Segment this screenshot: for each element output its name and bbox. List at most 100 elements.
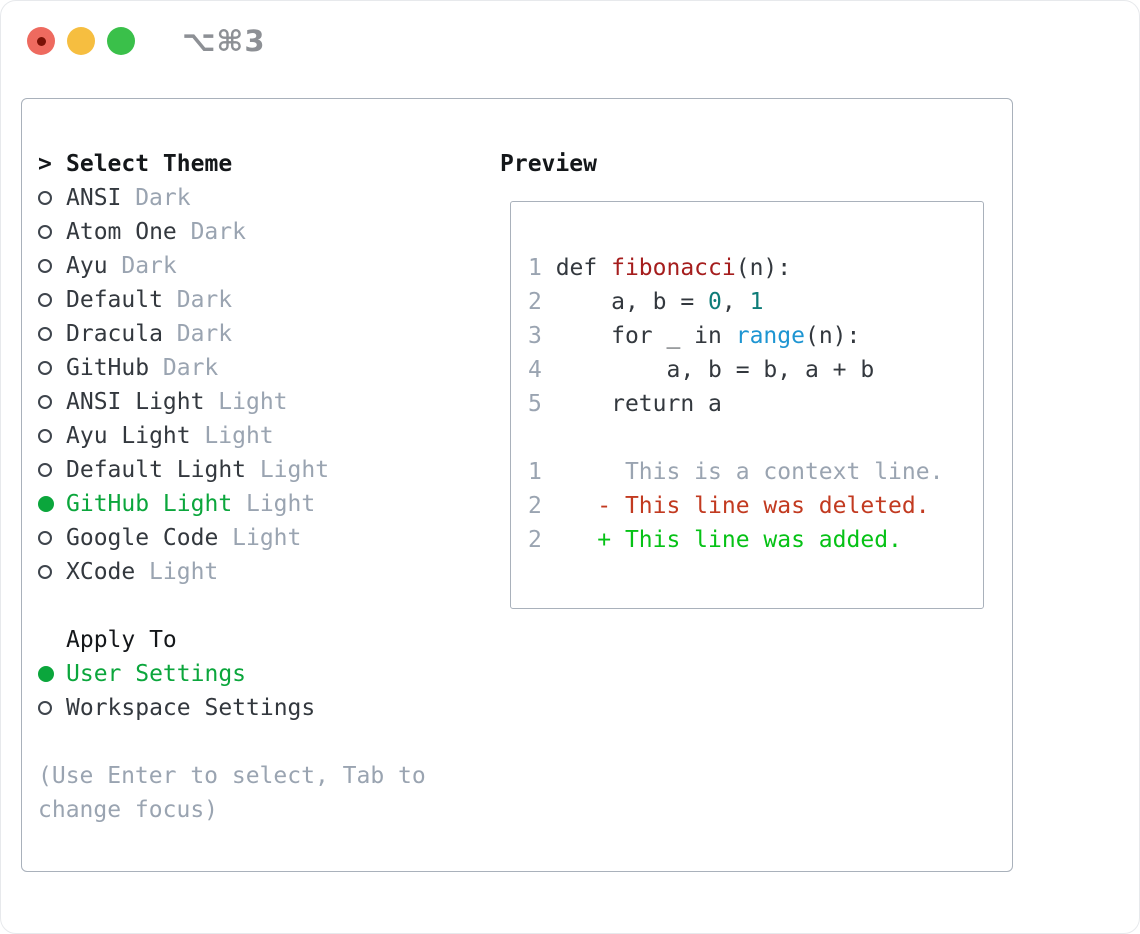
code-token-lineno: 4 [528,357,556,383]
code-token-plain: a, b = b, a + b [555,357,875,383]
radio-icon [38,531,66,545]
option-label: GitHub [66,355,150,381]
variant-badge: Light [232,525,302,551]
variant-badge: Light [149,559,219,585]
code-line: 5 return a [528,387,983,421]
option-label: ANSI [66,185,122,211]
code-token-builtin: range [735,323,805,349]
theme-option-ansi-light[interactable]: ANSI Light Light [38,385,440,419]
option-label: User Settings [66,661,247,687]
variant-badge: Light [218,389,288,415]
code-token-plain: , [721,289,750,315]
radio-icon [38,225,66,239]
theme-option-ansi[interactable]: ANSI Dark [38,181,440,215]
radio-icon [38,463,66,477]
radio-icon [38,293,66,307]
variant-badge: Light [245,491,316,517]
variant-badge: Dark [190,219,246,245]
theme-option-github-light[interactable]: GitHub Light Light [38,487,440,521]
select-theme-title: Select Theme [66,151,233,177]
spacer [38,725,440,759]
code-token-lineno: 2 [528,527,542,553]
apply-option-workspace-settings[interactable]: Workspace Settings [38,691,440,725]
option-label: Workspace Settings [66,695,316,721]
apply-option-user-settings[interactable]: User Settings [38,657,440,691]
option-label: ANSI Light [66,389,205,415]
code-token-lineno: 1 [528,255,556,281]
radio-selected-icon [38,496,66,512]
code-token-context: This is a context line. [541,459,944,485]
theme-option-github[interactable]: GitHub Dark [38,351,440,385]
code-token-num: 1 [749,289,764,315]
code-token-lineno: 1 [528,459,542,485]
option-label: XCode [66,559,136,585]
option-label: Default Light [66,457,247,483]
apply-to-header: Apply To [38,623,440,657]
theme-option-dracula[interactable]: Dracula Dark [38,317,440,351]
code-token-lineno: 2 [528,289,556,315]
variant-badge: Dark [135,185,191,211]
spacer [38,589,440,623]
code-token-plain: def [555,255,612,281]
option-label: Default [66,287,163,313]
radio-icon [38,565,66,579]
theme-option-google-code[interactable]: Google Code Light [38,521,440,555]
code-line [528,421,983,455]
theme-option-ayu-light[interactable]: Ayu Light Light [38,419,440,453]
radio-icon [38,429,66,443]
code-token-plain: (n): [804,323,861,349]
radio-icon [38,259,66,273]
hint-text: (Use Enter to select, Tab to change focu… [38,763,426,823]
code-token-removed: - This line was deleted. [597,493,930,519]
theme-option-default-light[interactable]: Default Light Light [38,453,440,487]
code-token-num: 0 [708,289,722,315]
option-label: Google Code [66,525,219,551]
radio-icon [38,361,66,375]
code-token-plain [542,527,597,553]
code-token-added: + This line was added. [597,527,902,553]
close-button[interactable] [27,27,55,55]
zoom-button[interactable] [107,27,135,55]
option-label: Ayu Light [66,423,191,449]
radio-icon [38,395,66,409]
theme-option-xcode[interactable]: XCode Light [38,555,440,589]
code-line: 4 a, b = b, a + b [528,353,983,387]
variant-badge: Light [259,457,330,483]
variant-badge: Dark [121,253,177,279]
option-label: Dracula [66,321,163,347]
variant-badge: Dark [176,321,233,347]
code-token-lineno: 2 [528,493,542,519]
radio-icon [38,701,66,715]
minimize-button[interactable] [67,27,95,55]
code-line: 2 a, b = 0, 1 [528,285,983,319]
code-token-plain: (n): [735,255,792,281]
preview-title: Preview [500,151,597,177]
variant-badge: Light [204,423,274,449]
code-token-plain: a, b = [555,289,709,315]
close-button-dot-icon [36,36,46,46]
variant-badge: Dark [162,355,219,381]
theme-option-ayu[interactable]: Ayu Dark [38,249,440,283]
code-token-plain: return a [555,391,722,417]
radio-icon [38,327,66,341]
radio-icon [38,191,66,205]
code-line: 3 for _ in range(n): [528,319,983,353]
titlebar: ⌥⌘3 [27,24,266,58]
code-token-plain: for _ in [555,323,736,349]
keyboard-shortcut-label: ⌥⌘3 [182,24,266,58]
select-theme-header: > Select Theme [38,147,440,181]
option-label: Ayu [66,253,108,279]
prompt-icon: > [38,151,52,177]
apply-to-title: Apply To [66,627,177,653]
code-line: 2 - This line was deleted. [528,489,983,523]
option-label: GitHub Light [66,491,233,517]
